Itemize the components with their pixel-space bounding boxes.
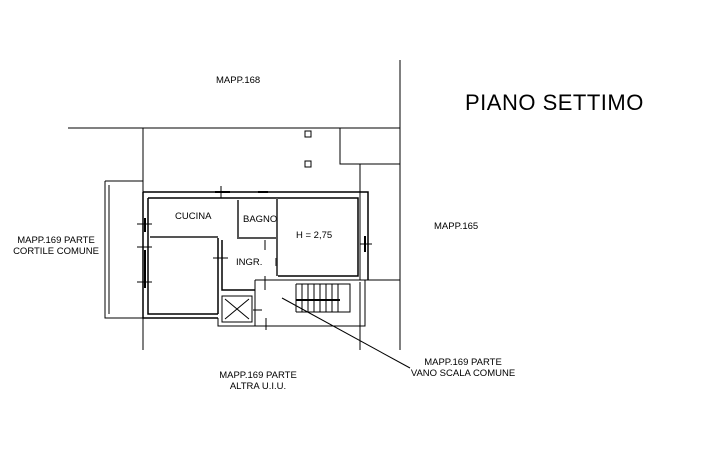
room-height: H = 2,75	[296, 230, 333, 241]
interior-walls	[150, 198, 278, 276]
terrace-outline	[143, 127, 400, 281]
elevator-cross	[224, 298, 250, 320]
elevator	[221, 295, 253, 323]
chimney	[304, 130, 312, 138]
stair-walls	[217, 279, 366, 327]
room-entrance: INGR.	[236, 257, 263, 268]
chimney	[304, 160, 312, 168]
label-south: MAPP.169 PARTE ALTRA U.I.U.	[210, 370, 306, 392]
balcony	[104, 180, 143, 319]
leader-line	[281, 297, 411, 369]
outer-wall	[142, 191, 369, 319]
label-south-line1: MAPP.169 PARTE	[219, 370, 297, 381]
plan-title: PIANO SETTIMO	[465, 90, 644, 115]
label-east: MAPP.165	[434, 221, 479, 232]
window-ticks	[137, 186, 372, 330]
room-kitchen: CUCINA	[175, 211, 212, 222]
label-north: MAPP.168	[216, 75, 261, 86]
label-west-line1: MAPP.169 PARTE	[17, 235, 95, 246]
label-stair: MAPP.169 PARTE VANO SCALA COMUNE	[405, 357, 521, 379]
label-stair-line2: VANO SCALA COMUNE	[410, 368, 516, 379]
label-south-line2: ALTRA U.I.U.	[229, 381, 287, 392]
label-west-line2: CORTILE COMUNE	[13, 246, 99, 257]
room-bathroom: BAGNO	[243, 214, 278, 225]
label-west: MAPP.169 PARTE CORTILE COMUNE	[10, 235, 102, 257]
stair-steps	[295, 283, 351, 313]
label-stair-line1: MAPP.169 PARTE	[424, 357, 502, 368]
